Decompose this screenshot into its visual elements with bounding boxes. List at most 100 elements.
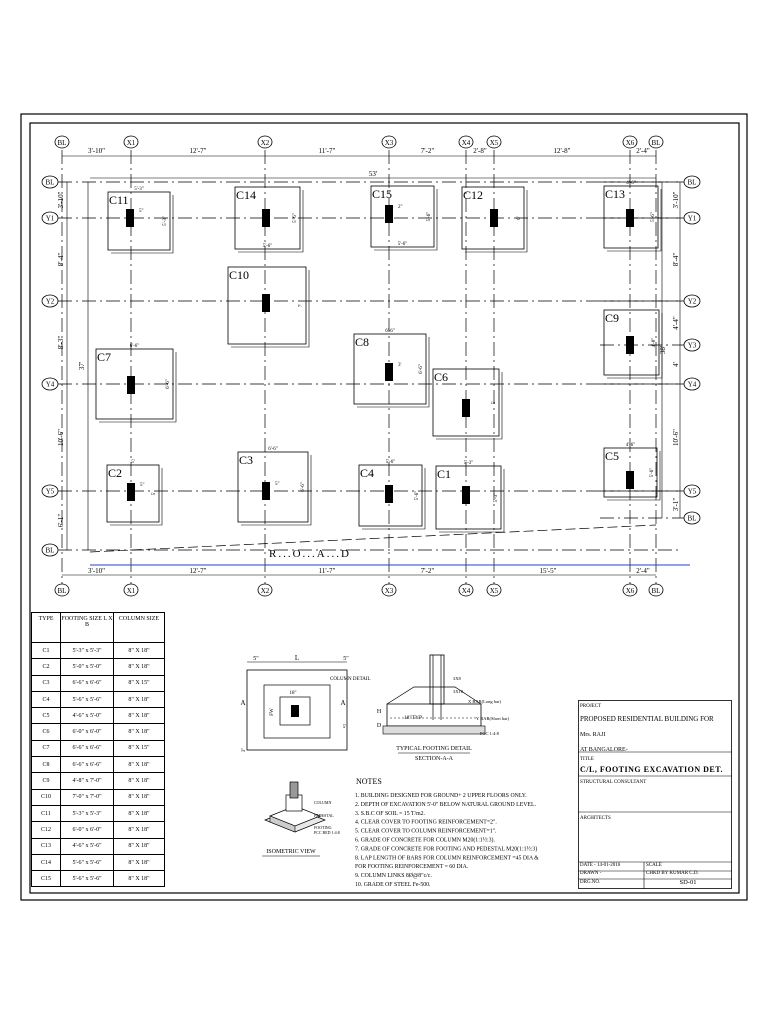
top-dim-6: 2'-4": [636, 147, 650, 155]
footing-dim-top: 5'-3": [464, 461, 474, 466]
grid-bubble-left-5: [41, 543, 59, 557]
schedule-cell: 6'-0" x 6'-0": [60, 723, 114, 741]
plan-dim-left: 5": [253, 656, 259, 662]
schedule-cell: 8" X 15": [113, 674, 165, 692]
grid-bubble-top-3: [381, 135, 397, 149]
footing-shadow: [231, 270, 310, 348]
schedule-cell: 8" X 18": [113, 870, 165, 888]
title-block-project-label: PROJECT: [580, 704, 602, 709]
grid-label-bottom-5: X5: [490, 587, 499, 595]
footing-shadow: [111, 195, 174, 254]
section-pedestal: [429, 654, 445, 705]
plan-label-column-detail: COLUMN DETAIL: [330, 677, 371, 682]
grid-bubble-bottom-4: [458, 583, 474, 597]
grid-label-left-5: BL: [46, 547, 55, 555]
footing-dim-side: 5'-6": [427, 212, 432, 222]
footing-c6: C65': [432, 368, 503, 440]
iso-title: ISOMETRIC VIEW: [266, 849, 316, 855]
grid-label-right-1: Y1: [688, 215, 697, 223]
column-offset-dim: 2": [398, 205, 403, 210]
right-dim-4: 10'-6": [672, 429, 680, 446]
section-label-pcc: PCC 1:4:8: [480, 731, 500, 736]
column-offset-dim: 3': [398, 363, 402, 368]
grid-bubble-bottom-6: [622, 583, 638, 597]
grid-label-bottom-7: BL: [652, 587, 661, 595]
section-pcc: [382, 725, 486, 735]
notes-title: NOTES: [356, 777, 382, 786]
section-label-3x18: 3X18: [453, 689, 464, 694]
note-item-4: 5. CLEAR COVER TO COLUMN REINFORCEMENT=1…: [355, 829, 497, 835]
grid-bubble-bottom-3: [381, 583, 397, 597]
plan-label-5: 5": [343, 725, 348, 730]
column-c13: [626, 209, 634, 227]
title-block-lines: [578, 700, 732, 889]
footing-c9: C94'-8": [603, 309, 663, 379]
schedule-cell: 5'-3" x 5'-3": [60, 641, 114, 660]
column-c12: [490, 209, 498, 227]
foundation-plan: BLBLX1X1X2X2X3X3X4X4X5X5X6X6BLBLBLY1Y2Y4…: [41, 135, 701, 597]
schedule-cell: 5'-3" x 5'-3": [60, 804, 114, 823]
schedule-cell: 8" X 18": [113, 853, 165, 872]
top-dim-4: 2'-8": [473, 147, 487, 155]
column-c8: [385, 363, 393, 381]
footing-outline: [461, 186, 525, 250]
schedule-cell: C15: [31, 870, 61, 888]
title-block-title-label: TITLE: [580, 757, 594, 762]
schedule-cell: 8" X 18": [113, 723, 165, 741]
footing-shadow: [607, 189, 662, 252]
grid-bubble-top-2: [257, 135, 273, 149]
footing-dim-top: 4'-6": [626, 181, 636, 186]
iso-label-footing: FOOTING: [314, 825, 332, 830]
grid-label-left-0: BL: [46, 179, 55, 187]
footing-dim-top: 6'-6": [268, 447, 278, 452]
section-label-h: H: [377, 709, 382, 715]
grid-bubble-right-5: [683, 484, 701, 498]
footing-shadow: [465, 190, 528, 253]
grid-bubble-left-1: [41, 211, 59, 225]
footing-dim-side: 5'-6": [650, 468, 655, 478]
grid-label-bottom-2: X2: [261, 587, 270, 595]
column-c5: [626, 471, 634, 489]
iso-label-column: COLUMN: [314, 800, 331, 805]
grid-label-right-6: BL: [688, 515, 697, 523]
plan-detail-outer: [246, 669, 348, 751]
section-label-xbar: X BAR(Long bar): [468, 699, 501, 704]
footing-dim-side: 6'-6": [301, 482, 306, 492]
note-item-10: 10. GRADE OF STEEL Fe-500.: [355, 882, 431, 888]
schedule-cell: 8" X 18": [113, 788, 165, 806]
footing-c8: C86'-6"6'-6"3': [353, 329, 430, 408]
section-label-d: D: [377, 723, 382, 729]
schedule-cell: C6: [31, 723, 61, 741]
footing-outline: [107, 191, 171, 251]
note-item-0: 1. BUILDING DESIGNED FOR GROUND+ 2 UPPER…: [355, 793, 527, 799]
grid-label-right-0: BL: [688, 179, 697, 187]
schedule-cell: C7: [31, 739, 61, 758]
section-label-ybar: Y BAR(Short bar): [476, 716, 510, 721]
footing-label-c6: C6: [434, 370, 448, 384]
schedule-cell: 5'-6" x 5'-6": [60, 853, 114, 872]
footing-label-c15: C15: [372, 187, 392, 201]
left-dim-3: 10'-6": [57, 429, 65, 446]
footing-outline: [353, 333, 427, 405]
grid-bubble-right-4: [683, 377, 701, 391]
footing-dim-side: 5'-3": [163, 216, 168, 226]
plan-section-a-left: A: [240, 699, 245, 707]
column-c2: [127, 483, 135, 501]
footing-label-c14: C14: [236, 188, 256, 202]
schedule-cell: 8" X 18": [113, 690, 165, 709]
grid-bubble-bottom-1: [123, 583, 139, 597]
footing-outline: [603, 185, 659, 249]
footing-dim-side: 4'-8": [652, 338, 657, 348]
top-dim-3: 7'-2": [421, 147, 435, 155]
footing-label-c5: C5: [605, 449, 619, 463]
note-item-9: 9. COLUMN LINKS 8Ø@8"c/c.: [355, 873, 432, 879]
